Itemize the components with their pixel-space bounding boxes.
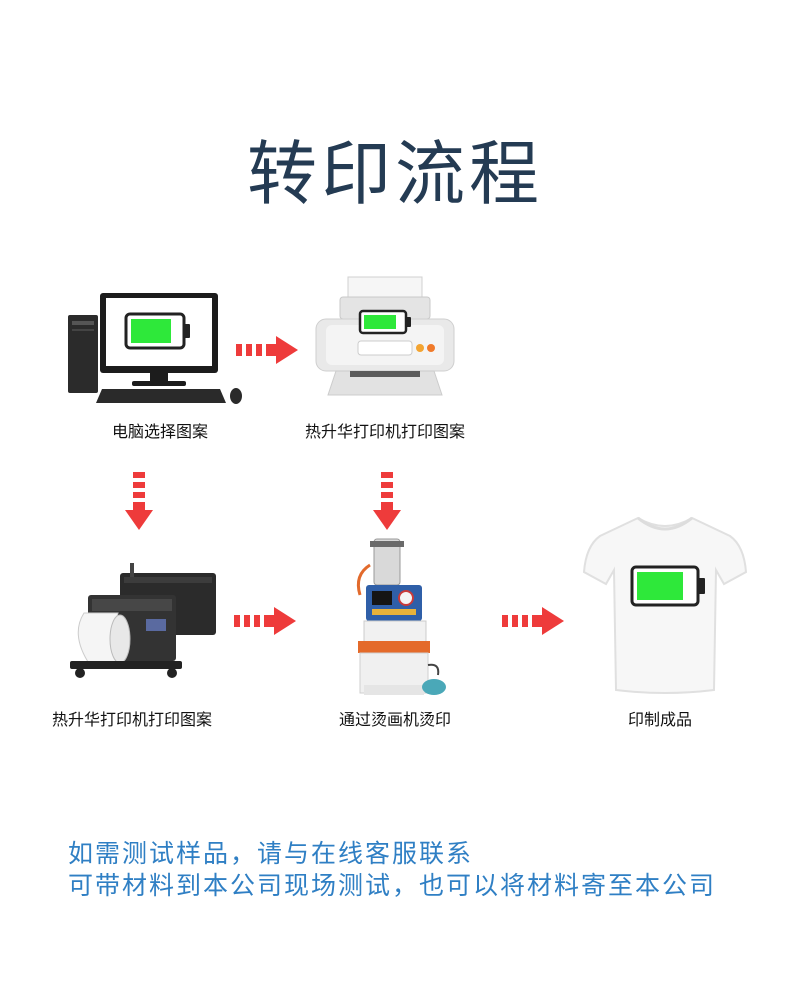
page-title: 转印流程: [247, 133, 543, 215]
step-dtf-printer: [60, 555, 220, 680]
heat-press-icon: [356, 538, 446, 695]
step-label: 电脑选择图案: [111, 422, 208, 441]
dtf-printer-icon: [70, 563, 216, 678]
step-tshirt: [580, 512, 750, 697]
step-computer: [60, 285, 260, 410]
arrow-right-icon: [234, 607, 296, 635]
step-printer: [310, 275, 460, 400]
note-line: 可带材料到本公司现场测试，也可以将材料寄至本公司: [68, 871, 717, 900]
step-heat-press: [340, 535, 450, 700]
battery-icon: [358, 309, 411, 335]
step-label: 热升华打印机打印图案: [304, 422, 465, 441]
arrow-down-icon: [373, 472, 401, 530]
step-label: 通过烫画机烫印: [338, 710, 451, 729]
step-label: 印制成品: [627, 710, 692, 729]
battery-icon: [630, 565, 705, 607]
battery-icon: [124, 312, 190, 350]
arrow-right-icon: [236, 336, 298, 364]
printer-icon: [315, 276, 455, 396]
note-line: 如需测试样品，请与在线客服联系: [68, 839, 474, 868]
arrow-right-icon: [502, 607, 564, 635]
arrow-down-icon: [125, 472, 153, 530]
step-label: 热升华打印机打印图案: [51, 710, 212, 729]
